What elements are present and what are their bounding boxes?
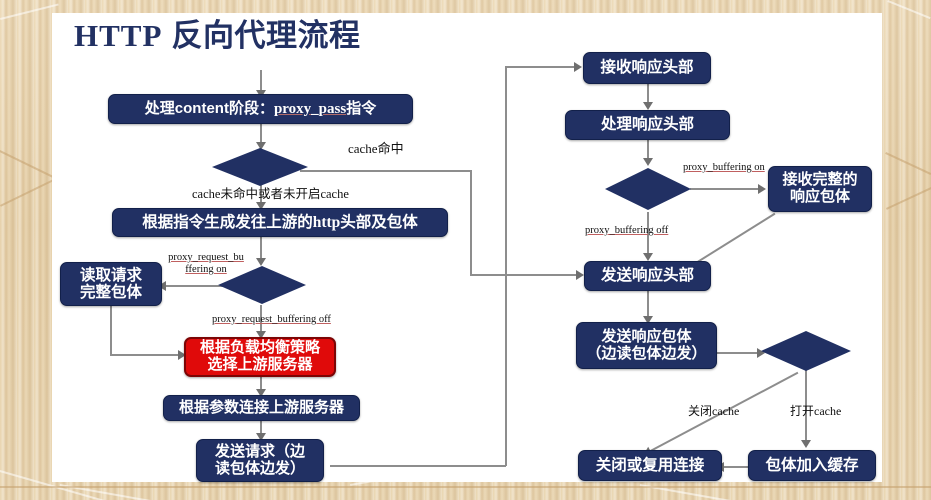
node-send-response-body-line2: （边读包体边发）	[586, 344, 707, 362]
node-pick-upstream-server-line2: 选择上游服务器	[207, 356, 313, 373]
node-send-request-line2: 读包体边发）	[214, 459, 305, 477]
arrow-proxypass-to-cachedecision	[256, 142, 266, 150]
edge-cachehit-h2	[470, 274, 580, 276]
node-gen-upstream-http: http	[312, 213, 341, 231]
arrow-cacheopen-to-bodytocache	[801, 440, 811, 448]
edge-label-cache-hit: cache命中	[348, 141, 404, 156]
node-add-body-to-cache-label: 包体加入缓存	[765, 456, 859, 474]
node-close-or-reuse-connection[interactable]: 关闭或复用连接	[578, 450, 722, 481]
node-proxy-pass-directive: proxy_pass	[273, 100, 347, 117]
edge-reqbufoff-to-pickupstream	[260, 305, 262, 337]
edge-reqbufon-to-readbody	[164, 285, 224, 287]
node-receive-response-header[interactable]: 接收响应头部	[583, 52, 711, 84]
node-pick-upstream-server-line1: 根据负载均衡策略	[199, 339, 320, 357]
edge-sendrequest-h2	[505, 66, 577, 68]
edge-sendrespbody-to-cachedecision2	[716, 352, 761, 354]
edge-label-cache-miss: cache未命中或者未开启cache	[192, 187, 349, 201]
node-receive-response-header-label: 接收响应头部	[600, 59, 694, 77]
node-gen-upstream-label-c: 头部及包体	[340, 213, 418, 231]
edge-procresphead-to-bufdecision	[647, 140, 649, 164]
edge-cachehit-v	[470, 170, 472, 275]
node-read-full-request-body-line1: 读取请求	[79, 266, 142, 284]
edge-sendrequest-h	[330, 465, 506, 467]
node-add-body-to-cache[interactable]: 包体加入缓存	[748, 450, 876, 481]
arrow-sendrespbody-to-cachedecision2	[757, 348, 765, 358]
arrow-bufoff-to-sendresphead	[643, 253, 653, 261]
edge-cachedecision-to-genupstream	[260, 184, 262, 208]
arrow-reqbufoff-to-pickupstream	[256, 331, 266, 339]
arrow-genupstream-to-reqbuf	[256, 258, 266, 266]
node-connect-upstream-label: 根据参数连接上游服务器	[178, 398, 344, 416]
node-send-response-body-line1: 发送响应包体	[601, 327, 692, 345]
node-send-request[interactable]: 发送请求（边 读包体边发）	[196, 439, 324, 482]
arrow-connect-to-sendrequest	[256, 433, 266, 441]
node-send-request-line1: 发送请求（边	[214, 442, 305, 460]
page-title-latin: HTTP	[74, 18, 163, 53]
node-send-response-body[interactable]: 发送响应包体 （边读包体边发）	[576, 322, 717, 369]
node-receive-full-response-body-line2: 响应包体	[789, 188, 850, 205]
arrow-sendresphead-to-sendrespbody	[643, 316, 653, 324]
node-proxy-pass-label-c: 指令	[346, 99, 377, 117]
edge-label-buffering-off: proxy_buffering off	[585, 225, 669, 236]
node-gen-upstream[interactable]: 根据指令生成发往上游的http头部及包体	[112, 208, 448, 237]
arrow-bufon-to-recvfullbody	[758, 184, 766, 194]
edge-label-request-buffering-off: proxy_request_buffering off	[212, 314, 331, 325]
node-proxy-pass[interactable]: 处理content阶段：proxy_pass指令	[108, 94, 413, 124]
node-pick-upstream-server[interactable]: 根据负载均衡策略 选择上游服务器	[184, 337, 336, 377]
edge-connect-to-sendrequest	[260, 421, 262, 439]
edge-bufoff-to-sendresphead	[647, 212, 649, 258]
edge-title-to-proxypass	[260, 70, 262, 94]
edge-pickupstream-to-connect	[260, 377, 262, 395]
edge-readbody-h	[110, 354, 182, 356]
node-read-full-request-body[interactable]: 读取请求 完整包体	[60, 262, 162, 306]
edge-label-cache-open: 打开cache	[790, 404, 842, 418]
node-send-response-header[interactable]: 发送响应头部	[584, 261, 711, 291]
node-receive-full-response-body[interactable]: 接收完整的 响应包体	[768, 166, 872, 212]
arrow-sendrequest-to-recvresphead	[574, 62, 582, 72]
edge-readbody-v	[110, 306, 112, 355]
node-close-or-reuse-connection-label: 关闭或复用连接	[595, 456, 705, 474]
edge-bodytocache-to-closereuse	[722, 466, 749, 468]
node-connect-upstream[interactable]: 根据参数连接上游服务器	[163, 395, 360, 421]
node-process-response-header[interactable]: 处理响应头部	[565, 110, 730, 140]
arrow-reqbufon-to-readbody	[158, 281, 166, 291]
edge-sendresphead-to-sendrespbody	[647, 291, 649, 322]
edge-sendrequest-v	[505, 66, 507, 466]
arrow-pickupstream-to-connect	[256, 389, 266, 397]
edge-label-cache-closed: 关闭cache	[688, 404, 740, 418]
arrow-cachehit-to-sendresphead	[576, 270, 584, 280]
edge-genupstream-to-reqbuf	[260, 235, 262, 263]
node-process-response-header-label: 处理响应头部	[600, 116, 694, 134]
node-send-response-header-label: 发送响应头部	[600, 267, 694, 285]
arrow-recvresphead-to-procresphead	[643, 102, 653, 110]
node-proxy-pass-label-a: 处理content阶段：	[144, 99, 274, 117]
edge-cachehit-h1	[300, 170, 471, 172]
edge-recvresphead-to-procresphead	[647, 84, 649, 108]
edge-label-buffering-on: proxy_buffering on	[683, 162, 765, 173]
page-title: HTTP 反向代理流程	[74, 19, 361, 53]
edge-cacheopen-to-bodytocache	[805, 370, 807, 445]
edge-proxypass-to-cachedecision	[260, 124, 262, 148]
page-title-han: 反向代理流程	[171, 18, 361, 53]
edge-bufon-to-recvfullbody	[690, 188, 762, 190]
arrow-procresphead-to-bufdecision	[643, 158, 653, 166]
node-gen-upstream-label-a: 根据指令生成发往上游的	[142, 213, 313, 231]
arrow-cachedecision-to-genupstream	[256, 202, 266, 210]
arrow-readbody-to-pickupstream	[178, 350, 186, 360]
edge-label-request-buffering-on: proxy_request_bu ffering on	[168, 252, 244, 276]
node-read-full-request-body-line2: 完整包体	[79, 284, 142, 301]
node-receive-full-response-body-line1: 接收完整的	[782, 171, 858, 189]
